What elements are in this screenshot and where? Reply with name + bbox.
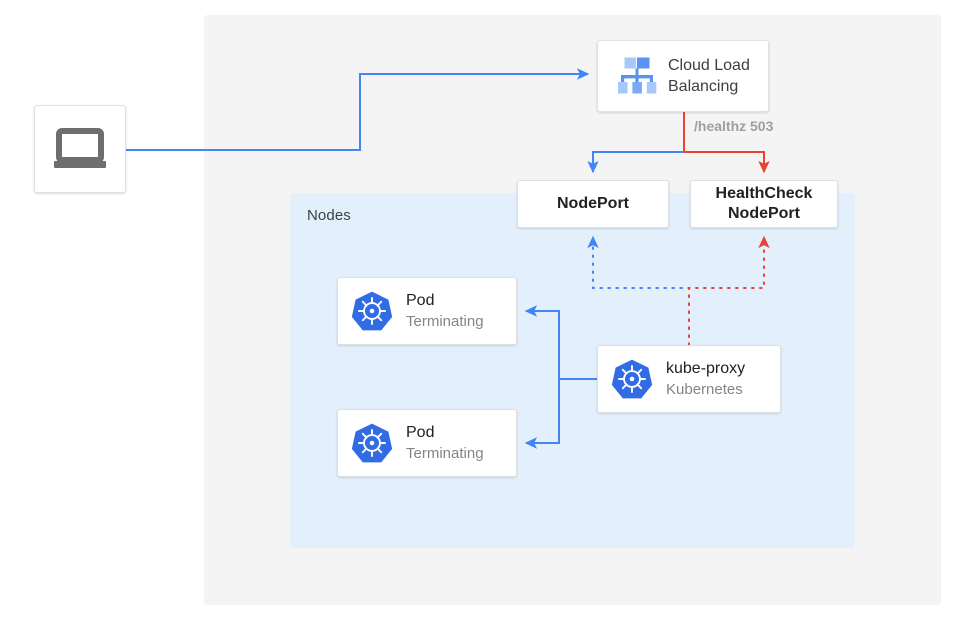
kubernetes-icon [598,358,666,400]
cloud-load-balancing-title-line2: Balancing [668,78,739,95]
laptop-icon [52,127,108,171]
nodeport-label: NodePort [557,195,629,212]
pod-node-1-text: Pod Terminating [406,290,484,332]
pod-node-2-text: Pod Terminating [406,422,484,464]
cloud-load-balancing-title-line1: Cloud Load [668,57,750,74]
healthcheck-nodeport-label-line2: NodePort [727,205,800,222]
kube-proxy-node[interactable]: kube-proxy Kubernetes [597,345,781,413]
cloud-load-balancing-icon [598,55,668,97]
pod-node-1-status: Terminating [406,313,484,330]
kubernetes-icon [338,422,406,464]
client-node[interactable] [34,105,126,193]
pod-node-2-status: Terminating [406,445,484,462]
healthz-edge-label: /healthz 503 [694,118,774,134]
pod-node-2[interactable]: Pod Terminating [337,409,517,477]
nodes-panel-label: Nodes [307,207,351,224]
healthcheck-nodeport-node[interactable]: HealthCheck NodePort [690,180,838,228]
kube-proxy-text: kube-proxy Kubernetes [666,358,745,400]
pod-node-1-title: Pod [406,292,435,309]
kube-proxy-subtitle: Kubernetes [666,381,743,398]
cloud-load-balancing-node[interactable]: Cloud Load Balancing [597,40,769,112]
kubernetes-icon [338,290,406,332]
nodeport-node[interactable]: NodePort [517,180,669,228]
kube-proxy-title: kube-proxy [666,360,746,377]
healthcheck-nodeport-label-line1: HealthCheck [715,185,813,202]
pod-node-1[interactable]: Pod Terminating [337,277,517,345]
pod-node-2-title: Pod [406,424,435,441]
cloud-load-balancing-text: Cloud Load Balancing [668,55,750,97]
